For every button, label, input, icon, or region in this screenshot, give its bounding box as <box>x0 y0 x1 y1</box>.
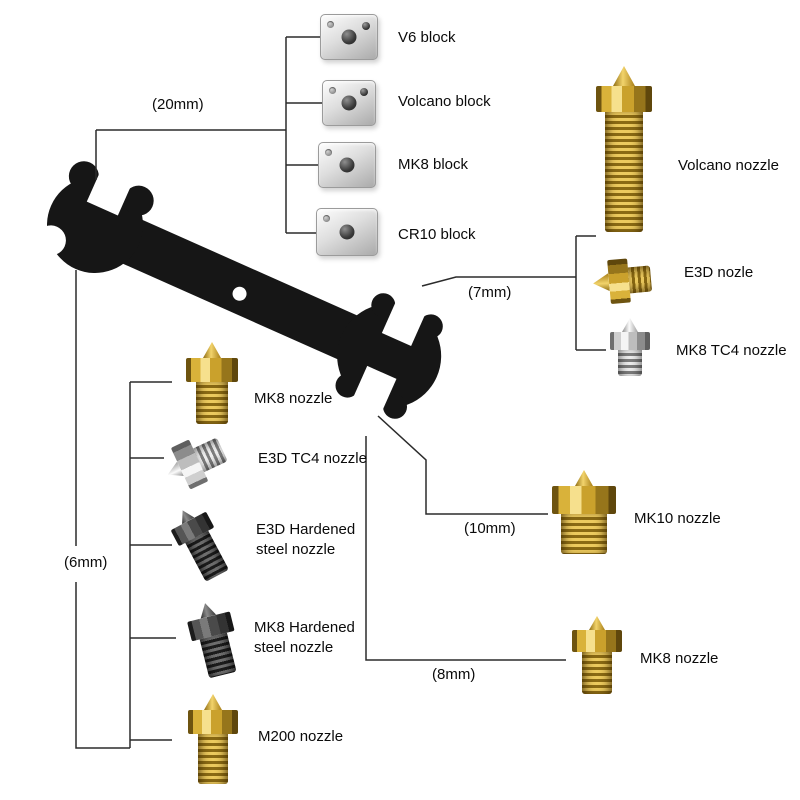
nozzle-thread <box>561 514 607 554</box>
nozzle-hex <box>572 630 622 652</box>
mk10-nozzle-image <box>552 470 616 554</box>
mk8-tc4-nozzle-image <box>610 318 650 376</box>
mk8-nozzle-left-image <box>186 342 238 424</box>
nozzle-thread <box>627 265 653 294</box>
block-hole <box>339 224 355 240</box>
volcano-block-image <box>322 80 376 126</box>
size-label-7mm: (7mm) <box>468 284 512 301</box>
e3d-tc4-nozzle-label: E3D TC4 nozzle <box>258 450 367 467</box>
v6-block-label: V6 block <box>398 29 456 46</box>
nozzle-hex <box>610 332 650 350</box>
size-label-8mm: (8mm) <box>432 666 476 683</box>
nozzle-thread <box>185 530 229 582</box>
nozzle-thread <box>582 652 612 694</box>
nozzle-hex <box>596 86 652 112</box>
mk8-hardened-nozzle-image <box>184 598 245 680</box>
block-hole <box>341 95 357 111</box>
nozzle-tip <box>204 694 222 710</box>
callout-line-8mm <box>365 436 566 661</box>
nozzle-tip <box>589 616 605 630</box>
cr10-block-image <box>316 208 378 256</box>
mk8-tc4-nozzle-label: MK8 TC4 nozzle <box>676 342 787 359</box>
m200-nozzle-label: M200 nozzle <box>258 728 344 745</box>
nozzle-tip <box>575 470 593 486</box>
e3d-nozzle-image <box>591 257 653 306</box>
nozzle-tip <box>592 273 610 292</box>
nozzle-thread <box>605 112 643 232</box>
m200-nozzle-image <box>188 694 238 784</box>
nozzle-tip <box>613 66 635 86</box>
mk8-block-image <box>318 142 376 188</box>
e3d-nozzle-label: E3D nozle <box>684 264 754 281</box>
nozzle-hex <box>188 710 238 734</box>
mk8-nozzle-left-label: MK8 nozzle <box>254 390 333 407</box>
nozzle-tip <box>622 318 638 332</box>
block-hole-small <box>360 88 368 96</box>
nozzle-hex <box>552 486 616 514</box>
size-label-6mm: (6mm) <box>64 554 108 571</box>
block-hole <box>339 157 355 173</box>
size-label-20mm: (20mm) <box>152 96 204 113</box>
block-screw <box>329 87 336 94</box>
mk10-nozzle-label: MK10 nozzle <box>634 510 721 527</box>
nozzle-hex <box>186 358 238 382</box>
block-hole <box>341 29 357 45</box>
nozzle-thread <box>618 350 642 376</box>
volcano-nozzle-image <box>596 66 652 232</box>
nozzle-hex <box>607 258 631 305</box>
mk8-nozzle-right-label: MK8 nozzle <box>640 650 719 667</box>
nozzle-thread <box>199 632 237 679</box>
wrench-shape <box>35 155 443 436</box>
nozzle-tip <box>203 342 221 358</box>
volcano-block-label: Volcano block <box>398 93 491 110</box>
e3d-hardened-nozzle-label: E3D Hardened steel nozzle <box>256 521 356 558</box>
block-hole-small <box>362 22 370 30</box>
volcano-nozzle-label: Volcano nozzle <box>678 157 779 174</box>
multi-wrench-image <box>35 155 443 436</box>
nozzle-thread <box>196 382 228 424</box>
block-screw <box>327 21 334 28</box>
block-screw <box>323 215 330 222</box>
v6-block-image <box>320 14 378 60</box>
mk8-hardened-nozzle-label: MK8 Hardened steel nozzle <box>254 619 355 656</box>
cr10-block-label: CR10 block <box>398 226 476 243</box>
nozzle-thread <box>198 734 228 784</box>
size-label-10mm: (10mm) <box>464 520 516 537</box>
mk8-block-label: MK8 block <box>398 156 469 173</box>
mk8-nozzle-right-image <box>572 616 622 694</box>
e3d-hardened-nozzle-image <box>165 501 235 585</box>
block-screw <box>325 149 332 156</box>
